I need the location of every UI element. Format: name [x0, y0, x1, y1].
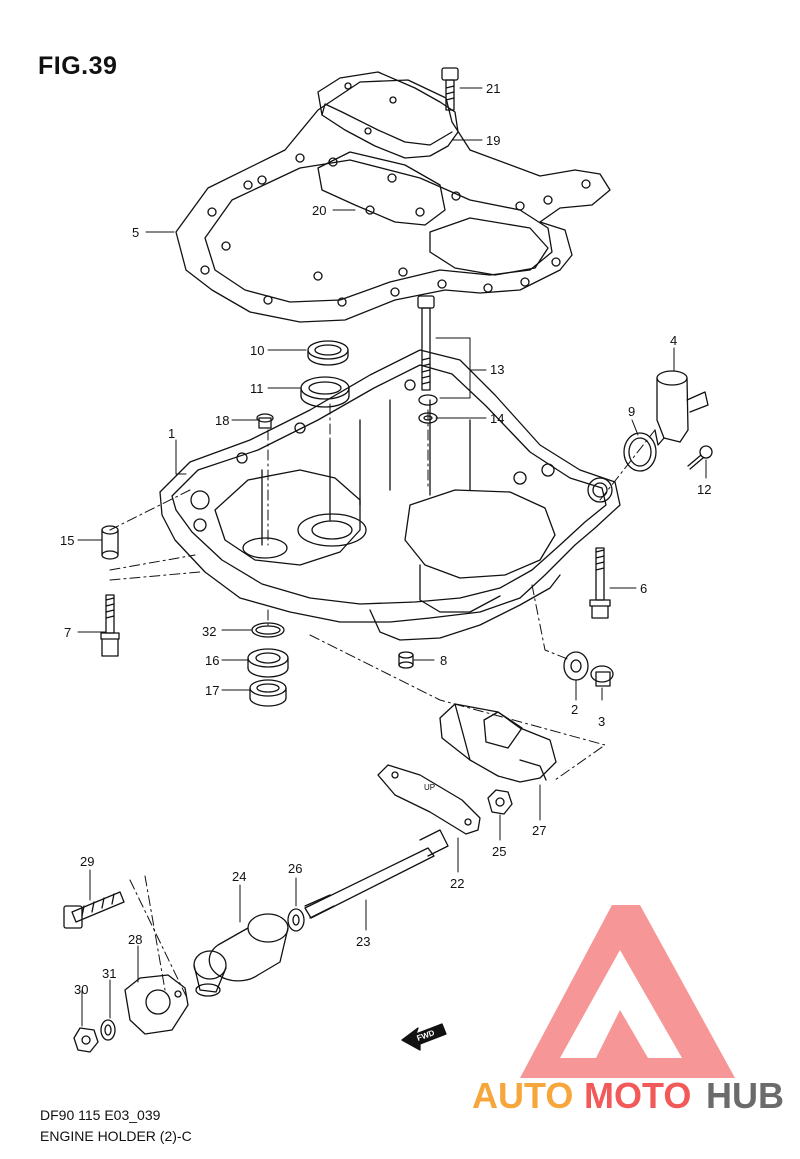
holder-inner-well-b [404, 489, 556, 579]
holder-underside [369, 574, 561, 641]
leader-lines [77, 87, 707, 1027]
cover-19-hole-b [364, 127, 372, 135]
part-label-25: 25 [492, 844, 506, 859]
pin-8 [398, 651, 414, 669]
gasket-22 [377, 764, 481, 835]
part-label-30: 30 [74, 982, 88, 997]
gasket-20 [317, 151, 446, 226]
o-ring-9 [623, 432, 657, 472]
part-label-21: 21 [486, 81, 500, 96]
part-label-22: 22 [450, 876, 464, 891]
holder-boss-b [587, 477, 613, 503]
holder-boss-a [190, 490, 210, 510]
part-label-9: 9 [628, 404, 635, 419]
part-label-26: 26 [288, 861, 302, 876]
oil-seal-11 [300, 376, 350, 408]
part-label-2: 2 [571, 702, 578, 717]
gasket-5-inner [204, 159, 553, 303]
part-label-19: 19 [486, 133, 500, 148]
part-label-3: 3 [598, 714, 605, 729]
part-label-12: 12 [697, 482, 711, 497]
part-label-28: 28 [128, 932, 142, 947]
watermark-logo [520, 905, 735, 1078]
nut-30 [73, 1027, 99, 1053]
bolt-7 [100, 594, 120, 657]
fwd-arrow-icon [401, 1023, 447, 1051]
bolt-6 [589, 547, 611, 619]
gasket-inner-rect [429, 217, 549, 276]
part-label-14: 14 [490, 411, 504, 426]
part-label-10: 10 [250, 343, 264, 358]
part-label-24: 24 [232, 869, 246, 884]
part-label-18: 18 [215, 413, 229, 428]
part-label-5: 5 [132, 225, 139, 240]
holder-bore-center [297, 513, 367, 547]
engine-holder-1-rim [171, 364, 607, 605]
figure-caption-name: ENGINE HOLDER (2)-C [40, 1128, 192, 1144]
part-label-6: 6 [640, 581, 647, 596]
watermark-moto: MOTO [584, 1075, 691, 1116]
part-label-7: 7 [64, 625, 71, 640]
gasket-5 [175, 79, 611, 323]
collar-26 [287, 908, 305, 932]
part-label-23: 23 [356, 934, 370, 949]
part-label-27: 27 [532, 823, 546, 838]
bolt-29 [63, 891, 125, 929]
part-label-8: 8 [440, 653, 447, 668]
holder-ribs [261, 399, 471, 546]
rubber-mount-24 [193, 913, 289, 997]
oil-seal-10 [307, 340, 349, 366]
assembly-lines [109, 403, 656, 1001]
bolt-13 [417, 295, 435, 391]
mount-bracket-27 [439, 703, 557, 783]
part-label-4: 4 [670, 333, 677, 348]
washer-2 [563, 651, 589, 681]
gasket-up-marking: UP [424, 783, 435, 792]
part-label-13: 13 [490, 362, 504, 377]
watermark-auto: AUTO [472, 1075, 573, 1116]
screw-12 [687, 445, 713, 470]
bolt-21 [441, 67, 459, 111]
part-label-32: 32 [202, 624, 216, 639]
figure-title: FIG.39 [38, 52, 118, 80]
part-label-15: 15 [60, 533, 74, 548]
gasket-holes [200, 153, 591, 307]
engine-holder-1 [159, 349, 621, 623]
part-label-1: 1 [168, 426, 175, 441]
part-label-17: 17 [205, 683, 219, 698]
water-pipe-4 [654, 370, 709, 446]
washer-13 [418, 394, 438, 406]
holder-bore-left [242, 537, 288, 559]
pin-15 [101, 525, 119, 560]
part-label-31: 31 [102, 966, 116, 981]
cover-19-edge [321, 103, 453, 146]
plate-28 [124, 974, 189, 1035]
cover-19-hole-a [344, 82, 352, 90]
oil-seal-17 [249, 679, 287, 707]
figure-caption-model: DF90 115 E03_039 [40, 1107, 161, 1123]
washer-31 [100, 1019, 116, 1041]
cover-19 [317, 71, 459, 159]
bearing-16 [247, 648, 289, 678]
stud-23 [304, 829, 449, 919]
plug-18 [256, 413, 274, 429]
part-label-29: 29 [80, 854, 94, 869]
part-labels: 1 2 3 4 5 6 7 8 9 10 11 12 13 14 15 16 1… [60, 81, 711, 997]
part-label-11: 11 [250, 381, 264, 396]
nut-25 [487, 789, 513, 815]
part-label-20: 20 [312, 203, 326, 218]
cover-19-hole-c [389, 96, 397, 104]
plug-3 [590, 665, 614, 687]
part-label-16: 16 [205, 653, 219, 668]
watermark-hub: HUB [706, 1075, 784, 1116]
holder-inner-well-a [214, 469, 361, 566]
